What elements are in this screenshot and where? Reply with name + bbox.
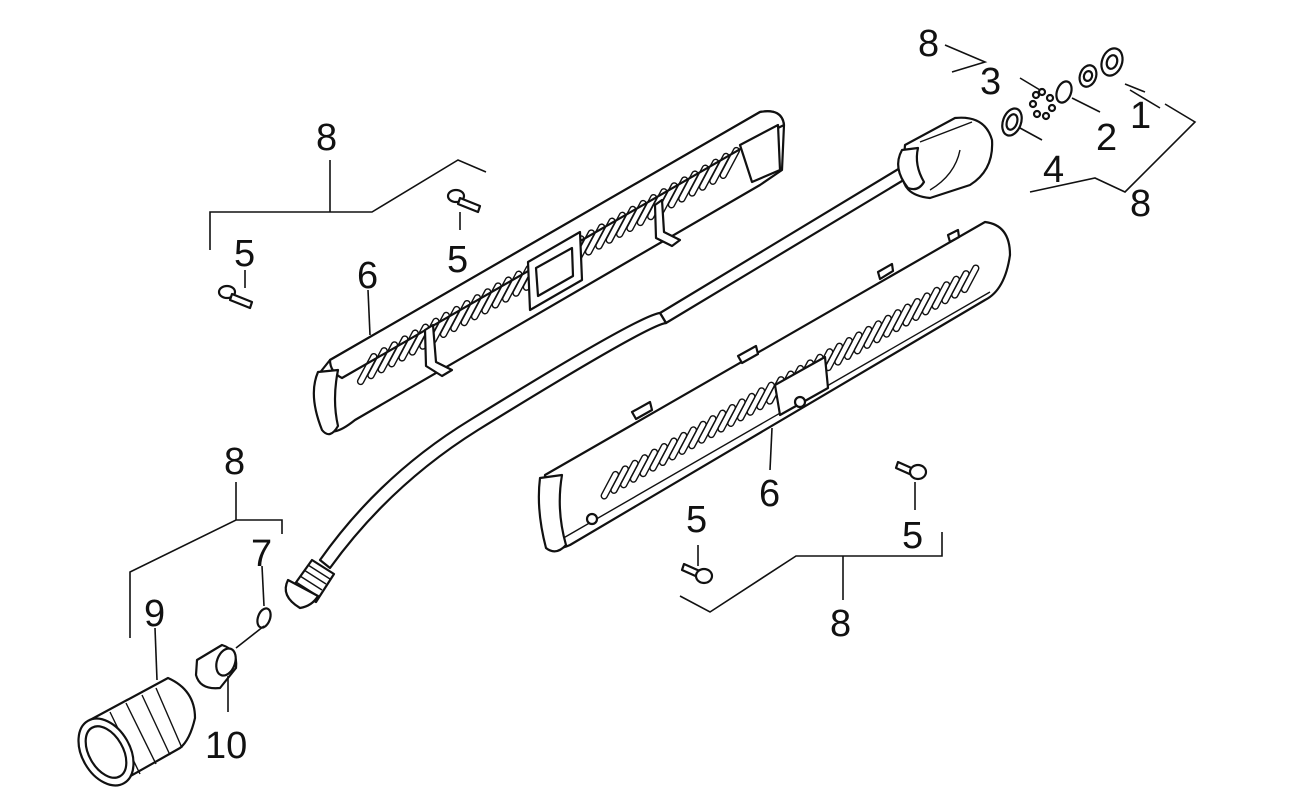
label-4: 4 xyxy=(1043,149,1064,191)
label-9: 9 xyxy=(144,593,165,635)
ring-4 xyxy=(1001,107,1023,137)
label-1: 1 xyxy=(1130,95,1151,137)
label-5-bottom: 5 xyxy=(686,499,707,541)
label-6-left: 6 xyxy=(357,255,378,297)
o-ring-7 xyxy=(256,607,272,629)
screw-top-center xyxy=(446,188,482,214)
label-3: 3 xyxy=(980,61,1001,103)
screw-bottom-center xyxy=(680,562,714,585)
balls-3 xyxy=(1028,87,1057,121)
label-5-bottom-right: 5 xyxy=(902,515,923,557)
label-5-left: 5 xyxy=(234,233,255,275)
label-5-top: 5 xyxy=(447,239,468,281)
label-8-nozzle: 8 xyxy=(224,441,245,483)
vent-slot xyxy=(960,264,980,294)
disc-2 xyxy=(1055,80,1073,104)
screw-bottom-right xyxy=(894,460,928,481)
part-labels: 8 3 1 2 4 8 8 5 5 6 8 7 9 10 6 5 5 8 xyxy=(144,23,1151,767)
vent-slot xyxy=(719,146,741,180)
leader-lines xyxy=(129,44,1197,712)
label-2: 2 xyxy=(1096,117,1117,159)
lance-tube xyxy=(284,116,994,610)
label-8-bottom: 8 xyxy=(830,603,851,645)
housing-half-left xyxy=(312,110,786,436)
label-8-top-right: 8 xyxy=(918,23,939,65)
washer-1 xyxy=(1078,47,1124,88)
label-8-right: 8 xyxy=(1130,183,1151,225)
housing-half-right xyxy=(537,220,1012,553)
label-8-top-left: 8 xyxy=(316,117,337,159)
label-6-right: 6 xyxy=(759,473,780,515)
nozzle-cap-9 xyxy=(77,676,197,787)
screw-top-left xyxy=(217,284,254,310)
label-10: 10 xyxy=(205,725,247,767)
nozzle-insert-10 xyxy=(194,643,238,690)
label-7: 7 xyxy=(251,533,272,575)
